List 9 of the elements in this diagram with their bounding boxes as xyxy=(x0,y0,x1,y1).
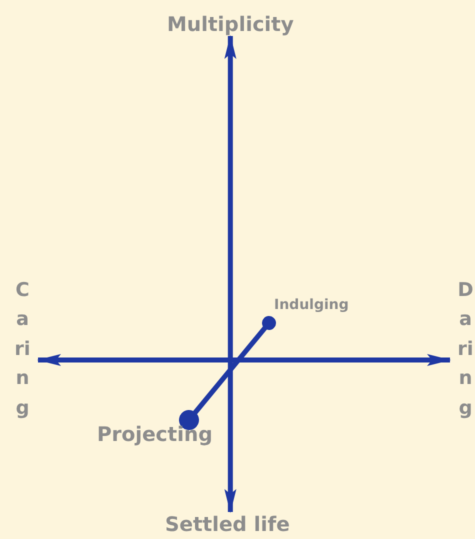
axis-label: Caring xyxy=(13,276,32,424)
axis-arrow xyxy=(37,354,451,366)
axis-label: Indulging xyxy=(274,297,349,323)
axis-label: Settled life xyxy=(165,512,290,536)
axis-label: Multiplicity xyxy=(167,12,294,36)
axis-arrow xyxy=(224,35,236,513)
axis-label: Daring xyxy=(456,276,475,424)
connector-line xyxy=(179,316,276,430)
axis-label: Projecting xyxy=(97,422,213,446)
